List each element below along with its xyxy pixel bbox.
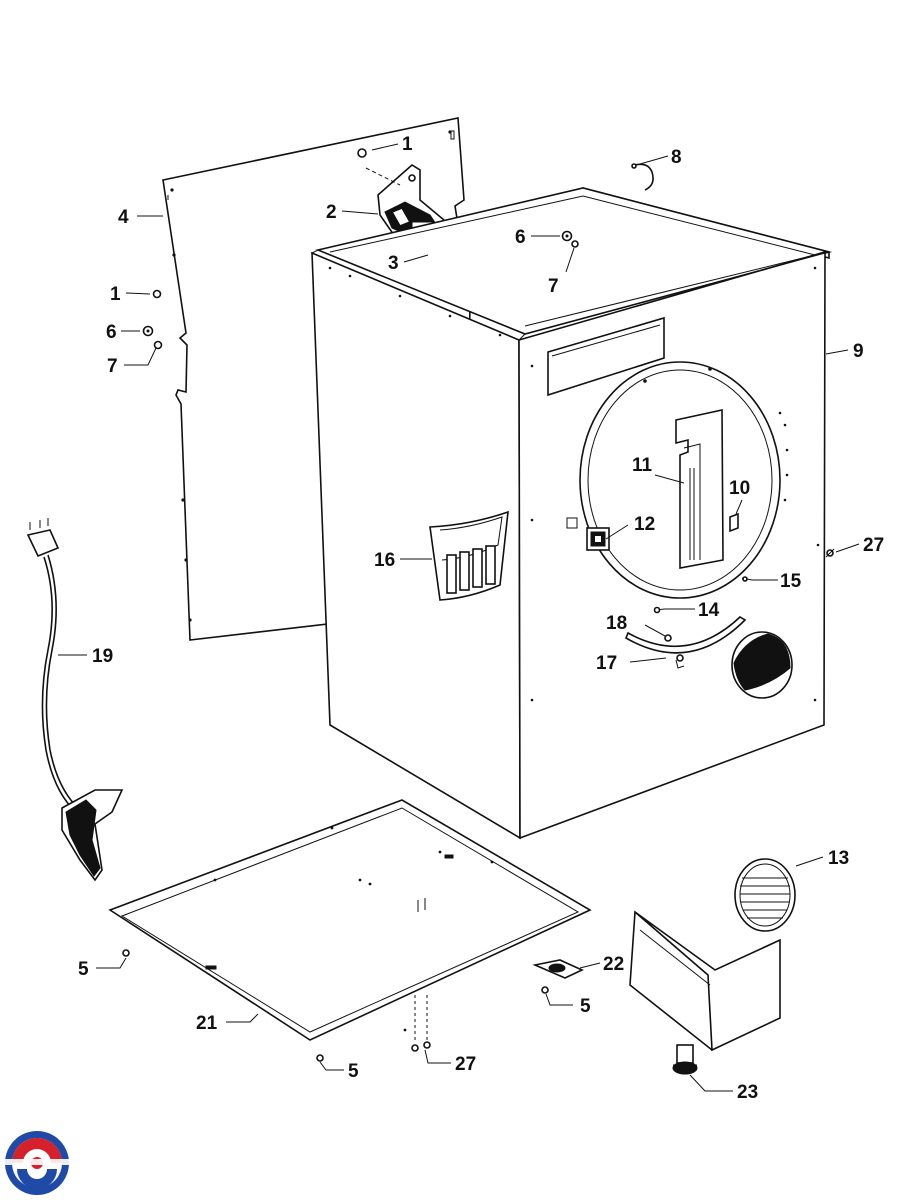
callout-27-bottom: 27 [455,1054,476,1075]
small-screws [653,548,835,642]
callout-8: 8 [671,147,682,168]
front-fixings [561,230,579,248]
power-cord [26,518,124,882]
adjustable-foot [672,1044,698,1075]
door-seal-strip [624,616,747,669]
callout-6-right: 6 [515,227,526,248]
callout-5-left: 5 [78,959,89,980]
base-screws [122,898,549,1062]
drum-baffle [675,409,724,569]
callout-9: 9 [853,341,864,362]
callout-18: 18 [606,613,627,634]
base-plate [108,799,592,1041]
callout-12: 12 [634,514,655,535]
callout-23: 23 [737,1082,758,1103]
callout-1-left: 1 [110,284,121,305]
brand-logo [5,1131,69,1195]
callout-14: 14 [698,600,720,621]
callout-15: 15 [780,571,802,592]
callout-2: 2 [326,202,337,223]
callout-11: 11 [632,455,653,476]
callout-22: 22 [603,954,624,975]
callout-5-right: 5 [580,996,591,1017]
callout-21: 21 [196,1013,218,1034]
callout-27-right: 27 [863,535,884,556]
callout-leaders [58,143,860,1092]
part-10 [729,512,739,533]
callout-7-left: 7 [107,356,118,377]
callout-16: 16 [374,550,395,571]
callout-19: 19 [92,646,113,667]
part-22-bracket [532,959,584,979]
callout-13: 13 [828,848,849,869]
cabinet-front [518,250,830,840]
callout-1-top: 1 [402,134,413,155]
callout-17: 17 [596,653,617,674]
callout-4: 4 [118,207,129,228]
callout-10: 10 [729,478,750,499]
lint-filter-housing [429,510,509,601]
vent-grille [734,858,796,932]
rear-panel-fixings [142,289,163,350]
plinth-corner [629,910,781,1052]
callout-6-left: 6 [106,322,117,343]
callout-7-right: 7 [548,276,559,297]
callout-3: 3 [388,253,399,274]
callout-labels: 1 1 2 3 4 5 5 5 6 6 7 7 8 9 10 11 12 13 … [78,134,884,1103]
part-12-switch [586,527,610,551]
callout-5-bottom: 5 [348,1061,359,1082]
wire-part-8 [631,163,654,191]
